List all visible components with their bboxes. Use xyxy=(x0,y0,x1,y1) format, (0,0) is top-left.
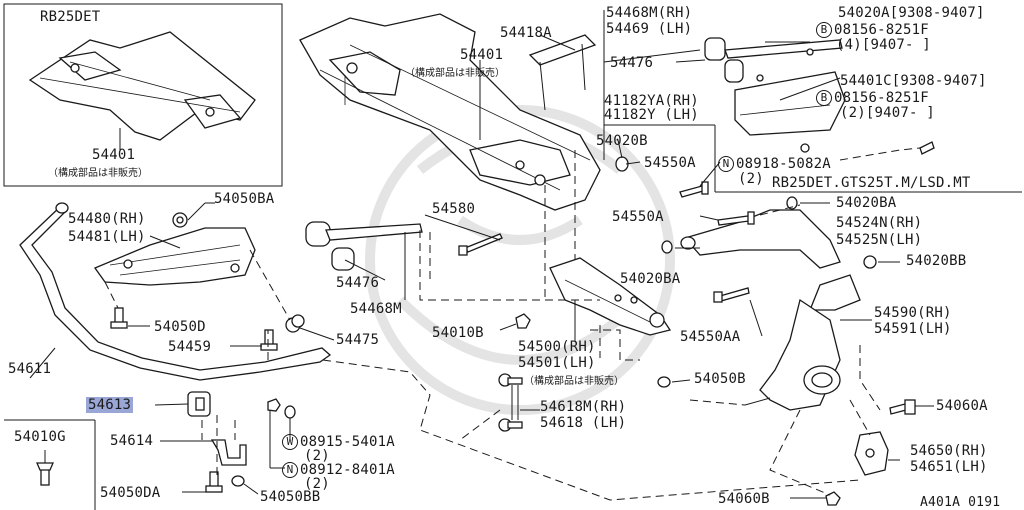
label-54501-note: （構成部品は非販売） xyxy=(524,376,624,387)
label-54611: 54611 xyxy=(8,361,52,377)
label-54401C: 54401C[9308-9407] xyxy=(840,73,987,89)
label-41182YA: 41182YA(RH) xyxy=(604,93,699,109)
label-54480: 54480(RH) xyxy=(68,211,146,227)
w-circle-icon: W xyxy=(282,434,298,450)
label-54060B: 54060B xyxy=(718,491,770,507)
label-54050BB: 54050BB xyxy=(260,489,321,505)
label-54500: 54500(RH) xyxy=(518,339,596,355)
clamp-54614 xyxy=(210,439,247,466)
label-41182Y: 41182Y (LH) xyxy=(604,107,699,123)
crossmember-54401 xyxy=(299,13,601,211)
label-54020BA-right: 54020BA xyxy=(836,195,897,211)
fasteners xyxy=(36,141,935,506)
inset-crossmember xyxy=(28,31,256,150)
label-54469-lh: 54469 (LH) xyxy=(606,21,693,37)
label-54010G: 54010G xyxy=(14,429,66,445)
label-54580: 54580 xyxy=(432,201,476,217)
label-54050DA: 54050DA xyxy=(100,485,161,501)
label-rb-note: RB25DET.GTS25T.M/LSD.MT xyxy=(772,175,971,191)
label-54591: 54591(LH) xyxy=(874,321,952,337)
bushing-54613 xyxy=(187,391,211,417)
stabilizer-bar-54611 xyxy=(19,202,332,381)
label-08918-qty: (2) xyxy=(738,171,764,187)
label-54468M: 54468M xyxy=(350,301,402,317)
b-circle-icon: B xyxy=(816,90,832,106)
n-circle-icon: N xyxy=(718,156,734,172)
label-54020BB-right: 54020BB xyxy=(906,253,967,269)
label-54050B: 54050B xyxy=(694,371,746,387)
bracket-54650 xyxy=(854,431,889,476)
stabilizer-link-54618 xyxy=(498,373,523,432)
label-08912-qty: (2) xyxy=(304,476,330,492)
label-54481: 54481(LH) xyxy=(68,229,146,245)
b-circle-icon: B xyxy=(816,22,832,38)
label-54475: 54475 xyxy=(336,332,380,348)
inset-note: （構成部品は非販売） xyxy=(48,168,148,179)
label-54401-note: （構成部品は非販売） xyxy=(405,68,505,79)
upper-arm-54524N xyxy=(680,209,841,269)
label-54459: 54459 xyxy=(168,339,212,355)
label-54525N: 54525N(LH) xyxy=(836,232,923,248)
label-54050BA-top: 54050BA xyxy=(214,191,275,207)
diagram-code: A401A 0191 xyxy=(920,495,1001,510)
label-54613-highlighted[interactable]: 54613 xyxy=(86,397,134,413)
label-54590: 54590(RH) xyxy=(874,305,952,321)
transverse-link-54500 xyxy=(549,257,672,336)
n-circle-icon: N xyxy=(282,462,298,478)
label-54650: 54650(RH) xyxy=(910,443,988,459)
label-54550A-2: 54550A xyxy=(612,209,664,225)
label-54020BA-mid: 54020BA xyxy=(620,271,681,287)
label-54418A: 54418A xyxy=(500,25,552,41)
label-54020B: 54020B xyxy=(596,133,648,149)
label-08156-a-qty: (4)[9407- ] xyxy=(836,37,931,53)
label-54501: 54501(LH) xyxy=(518,355,596,371)
bracket-54480 xyxy=(93,227,256,286)
label-54614: 54614 xyxy=(110,433,154,449)
label-54618M: 54618M(RH) xyxy=(540,399,627,415)
label-54401: 54401 xyxy=(460,47,504,63)
axle-housing-54590 xyxy=(744,274,861,411)
inset-engine-label: RB25DET xyxy=(40,9,101,25)
tension-rod-54468M xyxy=(704,37,846,136)
dashed-guides xyxy=(104,147,921,501)
bracket-54418A xyxy=(528,34,597,111)
label-54651: 54651(LH) xyxy=(910,459,988,475)
label-54524N: 54524N(RH) xyxy=(836,215,923,231)
label-54060A: 54060A xyxy=(936,398,988,414)
label-54550A-1: 54550A xyxy=(644,155,696,171)
label-54010B: 54010B xyxy=(432,325,484,341)
label-54476-top: 54476 xyxy=(610,55,654,71)
inset-frame xyxy=(3,3,283,187)
label-54476-mid: 54476 xyxy=(336,275,380,291)
tension-rod-mid xyxy=(305,221,423,271)
label-54020A: 54020A[9308-9407] xyxy=(838,5,985,21)
label-54468M-rh: 54468M(RH) xyxy=(606,5,693,21)
label-54050D: 54050D xyxy=(154,319,206,335)
label-08156-b-qty: (2)[9407- ] xyxy=(840,105,935,121)
label-54550AA: 54550AA xyxy=(680,329,741,345)
label-54618: 54618 (LH) xyxy=(540,415,627,431)
label-08915-qty: (2) xyxy=(304,448,330,464)
inset-part-54401: 54401 xyxy=(92,147,136,163)
